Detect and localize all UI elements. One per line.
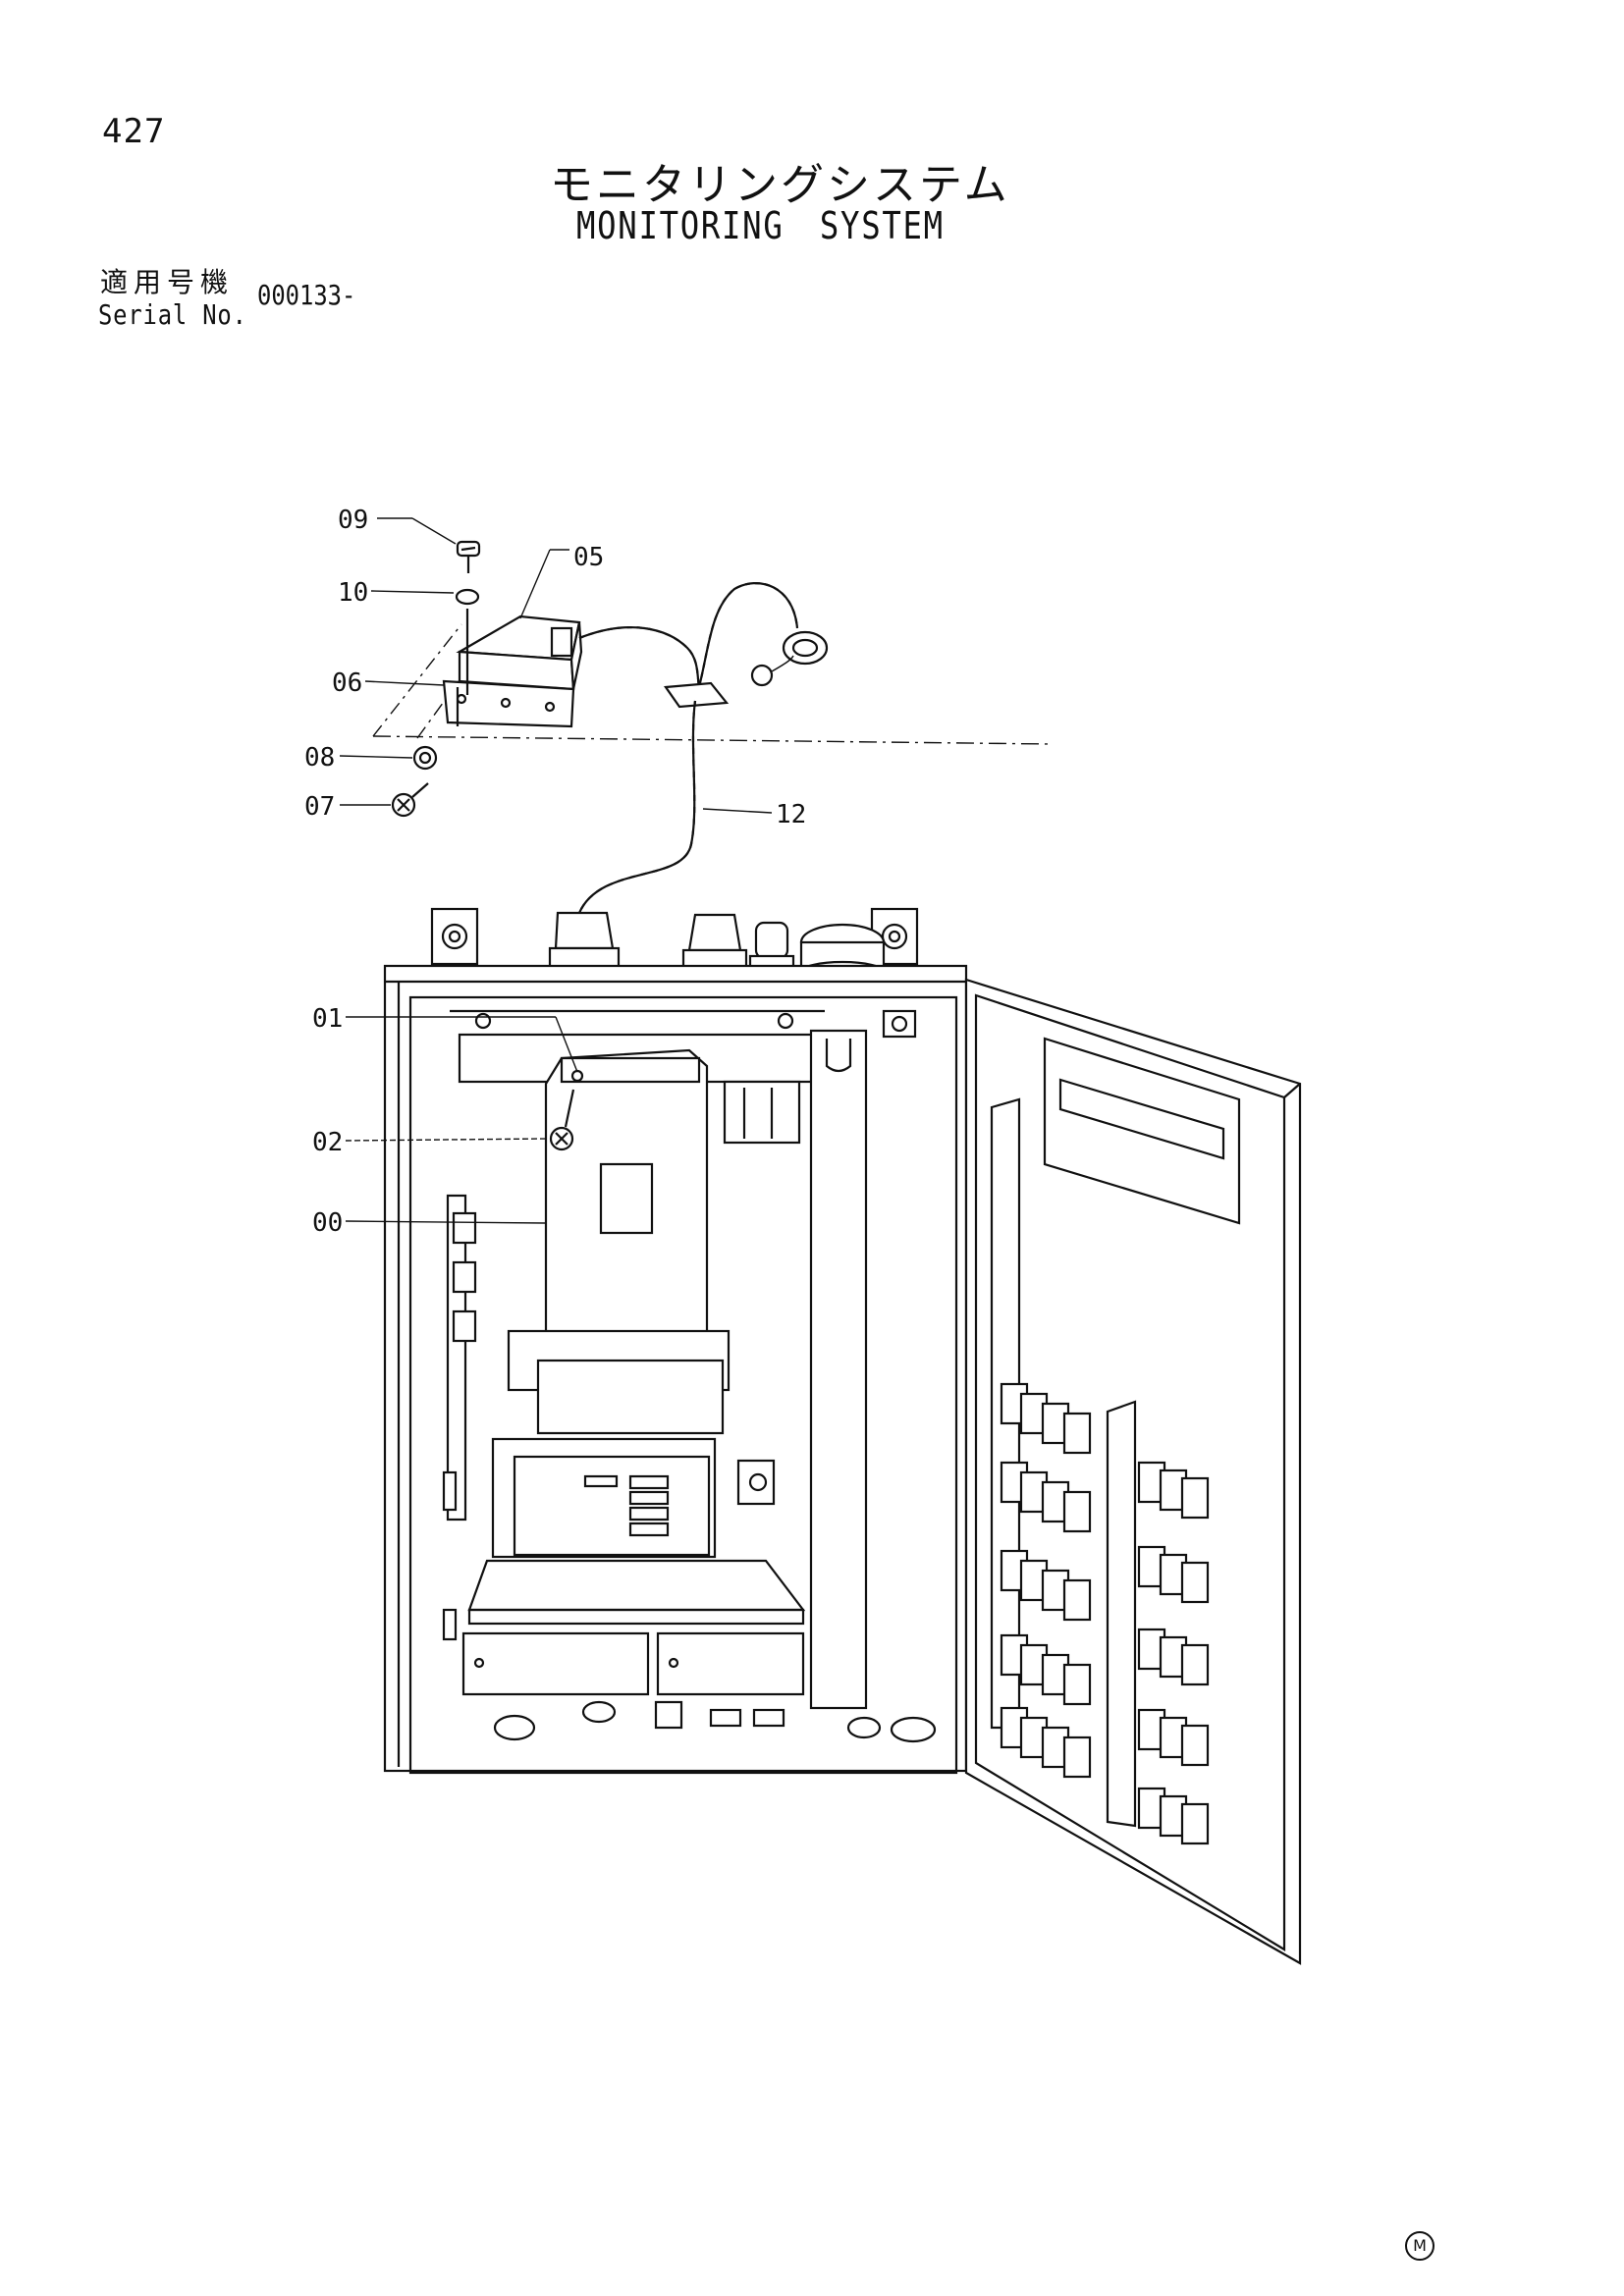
callout-06: 06 bbox=[332, 668, 362, 698]
page-title: MONITORING SYSTEM bbox=[576, 204, 945, 247]
serial-number-value: 000133- bbox=[257, 279, 356, 311]
callout-00: 00 bbox=[312, 1208, 343, 1238]
callout-08: 08 bbox=[304, 743, 335, 773]
callout-10: 10 bbox=[338, 578, 368, 608]
cabinet-door bbox=[964, 978, 1302, 1965]
page-title-japanese: モニタリングシステム bbox=[550, 160, 1010, 210]
screw-07 bbox=[391, 782, 429, 818]
callout-05: 05 bbox=[573, 543, 604, 572]
serial-label-japanese: 適用号機 bbox=[100, 266, 235, 298]
door-relay-group-left bbox=[1000, 1382, 1092, 1779]
page-number: 427 bbox=[102, 112, 166, 151]
screw-09 bbox=[456, 540, 481, 573]
leader-lines bbox=[339, 517, 773, 1224]
washer-08 bbox=[412, 745, 438, 771]
serial-label: Serial No. bbox=[98, 298, 247, 331]
door-relay-group-right bbox=[1137, 1461, 1210, 1845]
callout-02: 02 bbox=[312, 1128, 343, 1157]
maker-mark-icon: M bbox=[1405, 2231, 1435, 2261]
callout-01: 01 bbox=[312, 1004, 343, 1034]
callout-12: 12 bbox=[776, 800, 806, 829]
callout-07: 07 bbox=[304, 792, 335, 822]
monitor-unit-05 bbox=[372, 609, 1052, 745]
control-cabinet bbox=[383, 907, 968, 1775]
harness-12 bbox=[577, 582, 829, 914]
callout-09: 09 bbox=[338, 506, 368, 535]
washer-10 bbox=[455, 588, 480, 606]
